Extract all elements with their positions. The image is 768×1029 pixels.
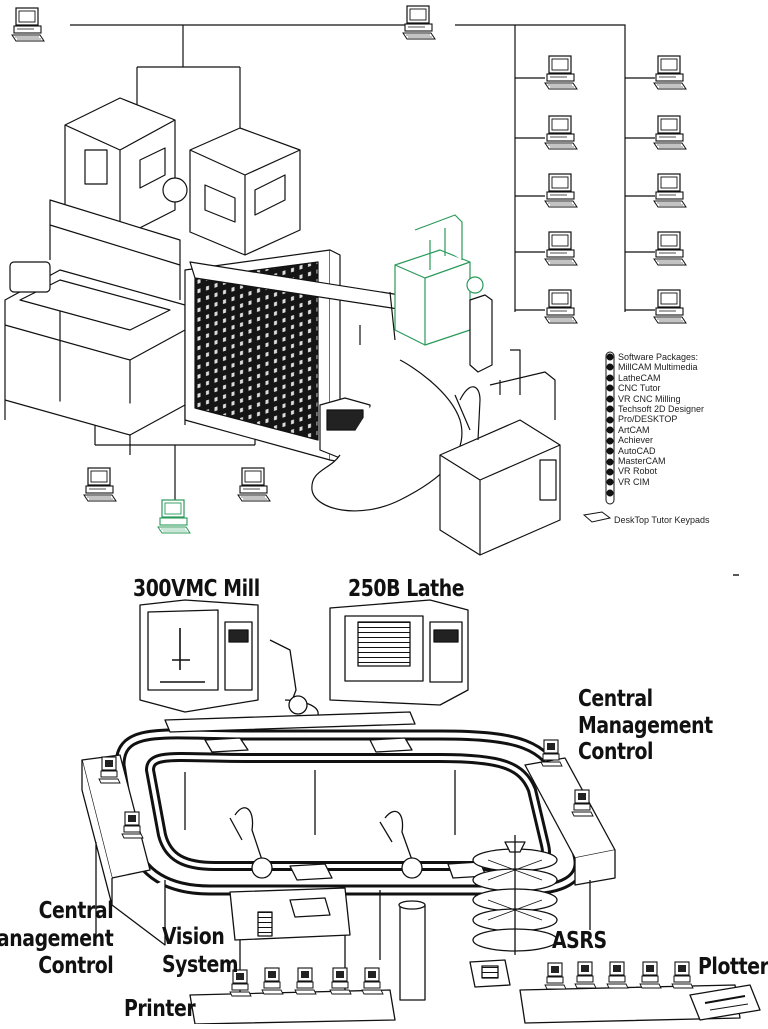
software-item: LatheCAM [618,372,661,383]
cmc-left-line: Control [37,953,114,980]
computer-workstation-icon [653,115,687,150]
printer-label: Printer [124,996,196,1022]
vision-line: Vision [162,924,225,950]
computer-workstation-icon [544,115,578,150]
software-item: MasterCAM [618,455,666,466]
software-item: ArtCAM [618,424,650,435]
computer-workstation-icon [606,961,629,989]
computer-workstation-icon [544,55,578,90]
computer-workstation-icon [11,7,45,42]
software-item: AutoCAD [618,445,656,456]
cmc-right-line: Management [578,712,713,739]
computer-workstation-icon [653,231,687,266]
mill-label: 300VMC Mill [133,576,260,602]
network-lines [70,24,655,500]
cim-cell-lower [81,599,761,1025]
cmc-left-line: Management [0,925,113,952]
computer-workstation-icon [237,467,271,502]
cmc-right-line: Control [578,739,654,766]
fms-cell-upper [4,97,561,556]
lathe-label: 250B Lathe [348,576,465,602]
software-item: Pro/DESKTOP [618,414,678,425]
software-items: MillCAM Multimedia LatheCAM CNC Tutor VR… [618,362,704,487]
software-heading: Software Packages: [618,352,699,362]
computer-workstation-icon [544,173,578,208]
software-item: MillCAM Multimedia [618,362,698,373]
computer-workstation-icon [294,967,317,995]
computer-workstation-icon [121,811,144,839]
software-item: Achiever [618,435,654,446]
software-item: CNC Tutor [618,383,661,394]
cmc-right-line: Central [578,686,653,712]
computer-workstation-icon [671,961,694,989]
computer-workstation-icon [544,289,578,324]
computer-workstation-green-icon [157,499,191,534]
software-chain [582,351,615,523]
computer-workstation-icon [83,467,117,502]
computer-workstation-icon [540,739,563,767]
computer-workstation-icon [544,962,567,990]
computer-workstation-icon [329,967,352,995]
computer-workstation-icon [653,173,687,208]
computer-workstation-icon [639,961,662,989]
vision-system-label: Vision System [162,924,239,979]
software-packages-list: Software Packages: MillCAM Multimedia La… [618,352,704,487]
software-item: VR CIM [618,476,650,487]
computer-workstation-icon [653,55,687,90]
software-item: VR Robot [618,466,658,477]
software-item: VR CNC Milling [618,393,681,404]
vision-line: System [162,951,239,978]
cmc-left-line: Central [38,898,113,924]
keypad-caption: DeskTop Tutor Keypads [614,515,710,525]
software-item: Techsoft 2D Designer [618,403,705,414]
plotter-label: Plotter [698,954,768,980]
computer-workstation-icon [261,967,284,995]
computer-workstation-icon [653,289,687,324]
cmc-left-label: Central Management Control [0,898,113,981]
cmc-right-label: Central Management Control [578,686,713,766]
computer-workstation-icon [402,5,436,40]
computer-workstation-icon [544,231,578,266]
asrs-label: ASRS [552,928,607,954]
computer-workstation-icon [361,967,384,995]
computer-workstation-icon [574,961,597,989]
